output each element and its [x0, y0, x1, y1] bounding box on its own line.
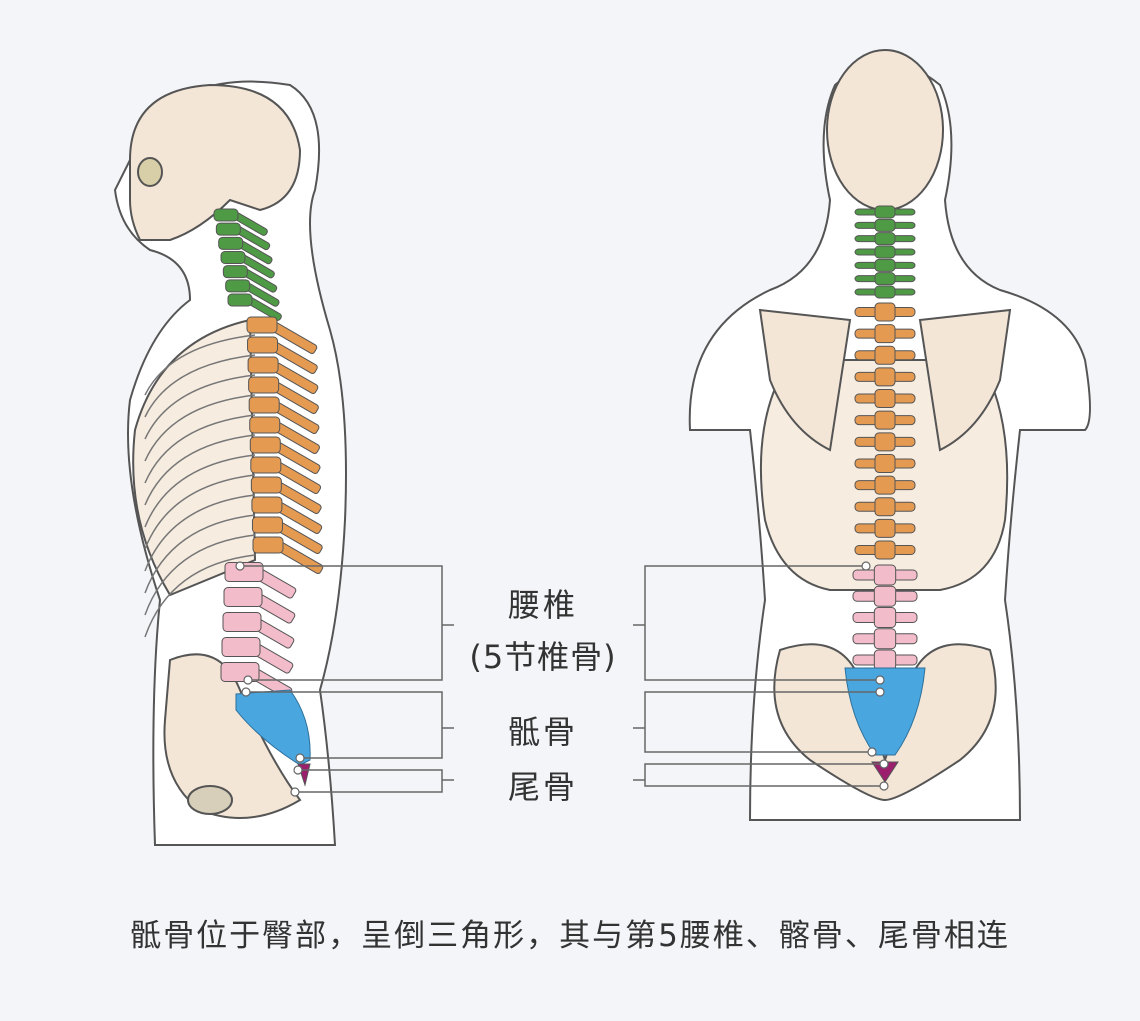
cervical-vertebra: [874, 245, 896, 259]
thoracic-vertebra: [250, 476, 282, 494]
thoracic-vertebra: [874, 432, 896, 452]
thoracic-vertebra: [874, 497, 896, 517]
thoracic-vertebra: [252, 536, 284, 554]
cervical-vertebra: [874, 272, 896, 286]
rib: [144, 394, 256, 462]
rib: [144, 514, 256, 594]
lumbar-bracket-left: [240, 565, 443, 681]
lumbar-vertebra: [223, 587, 263, 607]
thoracic-vertebra: [874, 367, 896, 387]
cervical-vertebra: [215, 222, 241, 236]
rib: [144, 494, 256, 572]
cervical-vertebra: [213, 208, 239, 222]
label-lumbar: 腰椎: [507, 586, 578, 624]
leader-dots: [235, 561, 889, 797]
cervical-vertebra: [874, 218, 896, 232]
thoracic-vertebra: [874, 345, 896, 365]
rib: [144, 474, 256, 550]
rib: [144, 414, 256, 484]
thoracic-vertebra: [874, 453, 896, 473]
back-spine: [852, 205, 918, 671]
side-spine: [213, 208, 324, 699]
cervical-vertebra: [225, 279, 251, 293]
lumbar-vertebra: [222, 612, 262, 632]
coccyx-bracket-left: [295, 769, 443, 793]
cervical-vertebra: [874, 205, 896, 219]
sacrum-bracket-left: [246, 691, 443, 759]
thoracic-vertebra: [250, 456, 282, 474]
thoracic-vertebra: [874, 302, 896, 322]
thoracic-vertebra: [249, 416, 281, 434]
left-scapula: [758, 308, 852, 452]
lumbar-vertebra: [873, 585, 897, 607]
thoracic-vertebra: [247, 356, 279, 374]
rib: [144, 354, 256, 418]
sacrum-bracket-right: [644, 691, 880, 753]
cervical-vertebra: [227, 293, 253, 307]
cervical-vertebra: [874, 258, 896, 272]
thoracic-vertebra: [874, 410, 896, 430]
thoracic-vertebra: [251, 516, 283, 534]
lumbar-vertebra: [873, 628, 897, 650]
thoracic-vertebra: [248, 376, 280, 394]
lumbar-vertebra: [224, 562, 264, 582]
cervical-vertebra: [222, 265, 248, 279]
thoracic-vertebra: [874, 540, 896, 560]
head: [826, 49, 944, 211]
rib: [144, 534, 256, 616]
lumbar-vertebra: [221, 637, 261, 657]
skull: [129, 83, 302, 241]
eye-socket: [137, 157, 163, 187]
lumbar-vertebra: [220, 662, 260, 682]
cervical-vertebra: [874, 232, 896, 246]
rib: [144, 554, 256, 638]
thoracic-vertebra: [246, 316, 278, 334]
side-ribs: [144, 334, 256, 638]
thoracic-vertebra: [251, 496, 283, 514]
rib: [144, 374, 256, 440]
rib: [144, 454, 256, 528]
coccyx-bracket-right: [644, 763, 884, 787]
label-sacrum: 骶骨: [507, 713, 578, 751]
rib-cage: [132, 318, 257, 597]
thoracic-vertebra: [874, 389, 896, 409]
lumbar-vertebra: [873, 649, 897, 671]
rib: [144, 334, 256, 396]
cervical-vertebra: [220, 251, 246, 264]
thoracic-vertebra: [247, 336, 279, 354]
label-lumbar-note: (5节椎骨): [469, 638, 617, 676]
thoracic-vertebra: [874, 475, 896, 495]
leader-lines: [240, 565, 884, 793]
lumbar-bracket-right: [644, 565, 880, 681]
lumbar-vertebra: [873, 607, 897, 628]
caption: 骶骨位于臀部，呈倒三角形，其与第5腰椎、髂骨、尾骨相连: [130, 918, 1010, 954]
rib: [144, 434, 256, 506]
thoracic-vertebra: [249, 436, 281, 454]
lumbar-vertebra: [873, 564, 897, 586]
label-coccyx: 尾骨: [507, 768, 578, 806]
cervical-vertebra: [874, 285, 896, 299]
thoracic-vertebra: [248, 396, 280, 414]
side-view-figure: [113, 80, 347, 846]
thoracic-vertebra: [874, 324, 896, 344]
right-scapula: [918, 308, 1012, 452]
hip-joint: [187, 785, 233, 815]
cervical-vertebra: [218, 236, 244, 250]
back-sacrum: [844, 667, 926, 756]
thoracic-vertebra: [874, 518, 896, 538]
